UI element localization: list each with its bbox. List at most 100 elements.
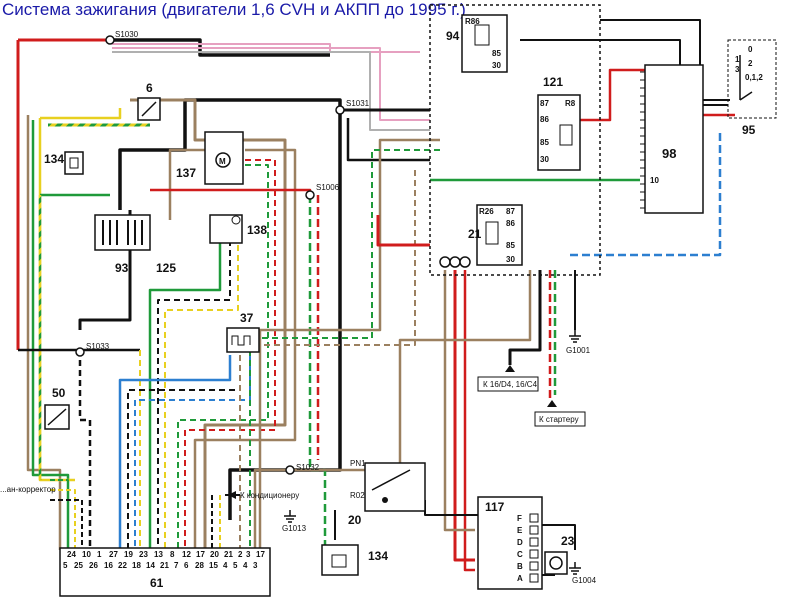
pin-30: 30 <box>506 255 515 264</box>
label-s1031: S1031 <box>346 99 370 108</box>
connector-61: 24 10 1 27 19 23 13 8 12 17 20 21 2 3 17… <box>59 547 271 597</box>
switch-pos-2: 2 <box>748 59 753 68</box>
svg-text:3: 3 <box>253 561 258 570</box>
relay-121: 87 R8 86 85 30 121 <box>537 75 581 171</box>
label-g1013: G1013 <box>282 524 307 533</box>
svg-text:6: 6 <box>184 561 189 570</box>
module-98: 98 10 <box>640 64 704 214</box>
relay-box-terminals <box>439 256 471 268</box>
component-117: 117 <box>485 500 505 514</box>
label-starter: К стартеру <box>534 400 586 427</box>
label-s1006: S1006 <box>316 183 340 192</box>
pin-85: 85 <box>506 241 515 250</box>
component-121: 121 <box>543 75 563 89</box>
relay-21-r26: R26 <box>479 207 494 216</box>
svg-text:28: 28 <box>195 561 204 570</box>
diagram-title: Система зажигания (двигатели 1,6 CVH и А… <box>2 0 466 19</box>
pin-117-c: C <box>517 550 523 559</box>
sensor-50: 50 <box>44 386 70 430</box>
svg-text:5: 5 <box>233 561 238 570</box>
label-aircon: К кондиционеру <box>228 491 299 500</box>
switch-pos-3: 3 <box>735 65 740 74</box>
component-134b: 134 <box>368 549 388 563</box>
label-g1001: G1001 <box>566 346 591 355</box>
relay-94: R86 85 30 94 <box>446 14 508 73</box>
node-s1032 <box>285 465 295 475</box>
svg-text:25: 25 <box>74 561 83 570</box>
label-s1033: S1033 <box>86 342 110 351</box>
svg-text:3: 3 <box>246 550 251 559</box>
sensor-20-pn1: PN1 <box>350 459 366 468</box>
sensor-138: 138 <box>209 214 267 244</box>
label-s1030: S1030 <box>115 30 139 39</box>
sensor-20: PN1 R02 20 <box>348 459 426 527</box>
wires <box>16 19 735 576</box>
node-s1033 <box>75 347 85 357</box>
component-20: 20 <box>348 513 362 527</box>
node-s1031 <box>335 105 345 115</box>
node-s1006 <box>305 190 315 200</box>
component-50: 50 <box>52 386 66 400</box>
label-co-corrector: ...ан-корректор <box>0 485 56 494</box>
component-93: 93 <box>115 261 129 275</box>
coil-93: 93 125 <box>94 214 176 275</box>
pin-30: 30 <box>492 61 501 70</box>
pin-86: 86 <box>506 219 515 228</box>
pin-30: 30 <box>540 155 549 164</box>
pin-10: 10 <box>650 176 659 185</box>
component-125: 125 <box>156 261 176 275</box>
component-23-label: 23 <box>561 534 575 548</box>
relay-94-r86: R86 <box>465 17 480 26</box>
ignition-switch-95: 0 1 2 3 0,1,2 95 <box>727 39 777 137</box>
component-138: 138 <box>247 223 267 237</box>
pin-85: 85 <box>540 138 549 147</box>
svg-text:27: 27 <box>109 550 118 559</box>
component-134-bottom: 134 <box>321 544 388 576</box>
pin-117-d: D <box>517 538 523 547</box>
relay-21: R26 87 86 85 30 21 <box>468 204 523 266</box>
svg-text:20: 20 <box>210 550 219 559</box>
svg-text:1: 1 <box>97 550 102 559</box>
svg-text:К 16/D4, 16/C4: К 16/D4, 16/C4 <box>483 380 538 389</box>
svg-text:M: M <box>219 157 226 166</box>
pin-87: 87 <box>540 99 549 108</box>
svg-text:2: 2 <box>238 550 243 559</box>
svg-text:18: 18 <box>132 561 141 570</box>
svg-text:10: 10 <box>82 550 91 559</box>
connector-117: 117 F E D C B A <box>477 496 543 590</box>
component-94: 94 <box>446 29 460 43</box>
label-s1032: S1032 <box>296 463 320 472</box>
ground-g1001 <box>569 330 581 343</box>
component-134-top: 134 <box>44 151 84 175</box>
svg-text:8: 8 <box>170 550 175 559</box>
pin-117-e: E <box>517 526 523 535</box>
pin-85: 85 <box>492 49 501 58</box>
component-6: 6 <box>146 81 153 95</box>
sensor-20-r02: R02 <box>350 491 365 500</box>
svg-text:17: 17 <box>256 550 265 559</box>
component-23: 23 <box>544 534 575 575</box>
svg-text:13: 13 <box>154 550 163 559</box>
relay-121-r8: R8 <box>565 99 576 108</box>
pin-117-a: A <box>517 574 523 583</box>
svg-text:23: 23 <box>139 550 148 559</box>
svg-text:5: 5 <box>63 561 68 570</box>
label-k16: К 16/D4, 16/C4 <box>477 365 539 392</box>
svg-text:4: 4 <box>243 561 248 570</box>
sensor-6: 6 <box>137 81 161 121</box>
switch-pos-0: 0 <box>748 45 753 54</box>
svg-text:К кондиционеру: К кондиционеру <box>240 491 299 500</box>
component-37: 37 <box>226 311 260 353</box>
switch-pos-012: 0,1,2 <box>745 73 763 82</box>
pin-87: 87 <box>506 207 515 216</box>
svg-text:19: 19 <box>124 550 133 559</box>
component-134a: 134 <box>44 152 64 166</box>
splice-nodes <box>75 35 345 475</box>
svg-text:26: 26 <box>89 561 98 570</box>
component-21: 21 <box>468 227 482 241</box>
pin-117-f: F <box>517 514 522 523</box>
component-37-label: 37 <box>240 311 254 325</box>
component-137: 137 <box>176 166 196 180</box>
component-61: 61 <box>150 576 164 590</box>
